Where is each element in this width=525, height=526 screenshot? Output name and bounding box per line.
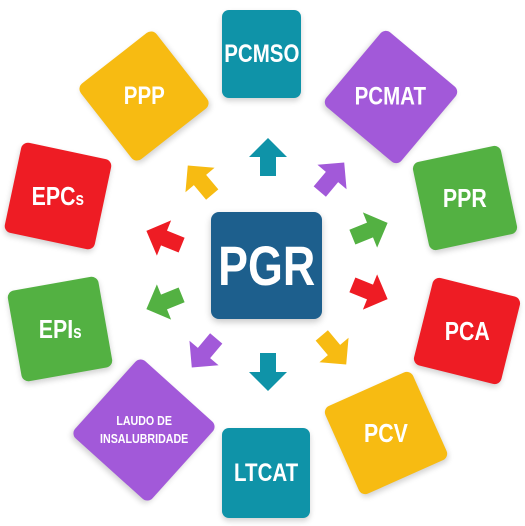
tile-epis-label: EPIs (39, 314, 82, 345)
tile-pcmat-label: PCMAT (355, 82, 427, 111)
arrow-north-east-icon (304, 149, 360, 205)
center-tile-label: PGR (217, 234, 316, 297)
tile-pcv: PCV (322, 369, 450, 497)
tile-ltcat: LTCAT (222, 428, 310, 518)
tile-pca: PCA (412, 276, 522, 386)
tile-epis-label-main: EPI (38, 313, 73, 344)
arrow-south-icon (248, 352, 288, 392)
arrow-east-south-east-icon (344, 266, 396, 318)
tile-epis: EPIs (6, 275, 114, 383)
arrow-east-north-east-icon (344, 204, 396, 256)
tile-laudo-label-line1: LAUDO DE (116, 413, 172, 429)
tile-ltcat-label: LTCAT (233, 458, 299, 487)
tile-ppr: PPR (411, 144, 519, 252)
tile-pcmat: PCMAT (321, 27, 461, 167)
arrow-north-icon (248, 137, 288, 177)
tile-pca-label: PCA (444, 315, 490, 346)
tile-pcmso-label: PCMSO (223, 39, 300, 68)
tile-epcs-label-suffix: s (75, 187, 85, 209)
tile-ppr-label: PPR (443, 182, 487, 213)
arrow-south-east-icon (306, 322, 362, 378)
tile-laudo-label-line2: INSALUBRIDADE (99, 431, 189, 446)
center-tile-pgr: PGR (211, 212, 322, 319)
tile-epcs: EPCs (3, 141, 113, 251)
tile-epcs-label-main: EPC (31, 180, 76, 211)
arrow-north-west-icon (172, 152, 228, 208)
tile-epcs-label: EPCs (32, 181, 84, 212)
tile-laudo-de-insalubridade: LAUDO DE INSALUBRIDADE (70, 356, 218, 504)
tile-pcmso: PCMSO (222, 10, 301, 98)
tile-pcv-label: PCV (364, 417, 408, 448)
tile-ppp-label: PPP (123, 81, 165, 110)
arrow-south-west-icon (176, 325, 232, 381)
arrow-west-south-west-icon (138, 276, 190, 328)
arrow-west-north-west-icon (138, 212, 190, 264)
tile-ppp: PPP (76, 28, 212, 164)
tile-epis-label-suffix: s (72, 320, 82, 342)
